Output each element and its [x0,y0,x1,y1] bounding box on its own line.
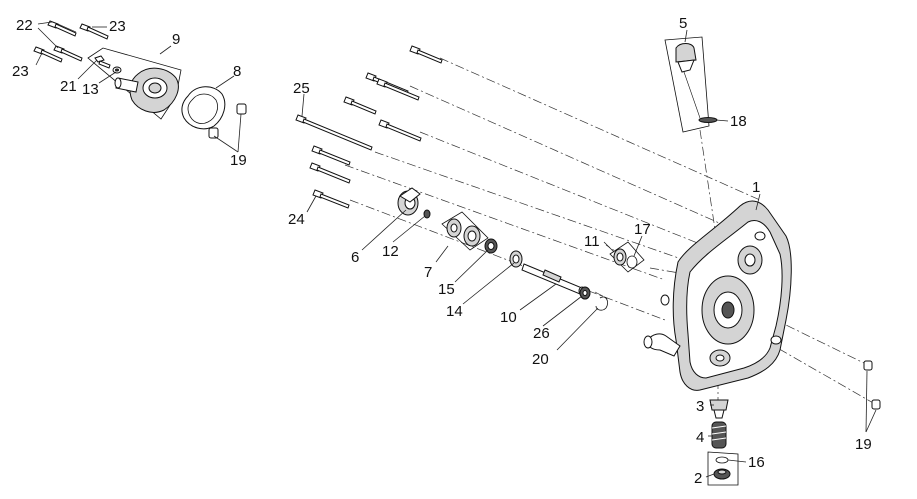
dowel-19-lower [208,127,219,139]
callout-20: 20 [532,351,549,368]
callout-24: 24 [288,211,305,228]
callout-11: 11 [584,233,600,250]
dowel-19-upper [236,103,247,115]
callout-4: 4 [696,429,704,446]
callout-8: 8 [233,63,241,80]
bolt-22-lower [53,45,83,62]
callout-23-right: 23 [109,18,126,35]
callout-9: 9 [172,31,180,48]
pump-cover-group [87,47,247,139]
callout-23-left: 23 [12,63,29,80]
washer-12 [423,209,431,219]
bearing-15 [484,238,498,254]
alignment-axes [344,57,876,405]
dowel-19-right-upper [863,360,873,371]
gasket-8 [181,86,226,130]
callout-14: 14 [446,303,463,320]
bolt-group-22-23 [33,20,109,63]
bolt-23-right [79,23,109,40]
pump-cover-9 [114,67,179,113]
long-bolt-3 [376,78,420,101]
callout-10: 10 [500,309,517,326]
dowel-19-right-lower [871,399,881,410]
callout-21: 21 [60,78,77,95]
bolt-23-left [33,46,63,63]
oring-16 [715,456,729,464]
long-bolt-top [409,45,443,64]
oring-18 [698,117,718,123]
dipstick-group [664,36,718,133]
long-bolt-4 [343,96,377,115]
callout-16: 16 [748,454,765,471]
callout-26: 26 [533,325,550,342]
callout-12: 12 [382,243,399,260]
long-bolts [295,45,443,209]
drain-plug-3 [709,399,729,419]
long-bolt-25 [295,114,373,151]
drain-plug-set [707,399,739,486]
callout-3: 3 [696,398,704,415]
long-bolt-24 [312,189,350,209]
callout-6: 6 [351,249,359,266]
callout-19-left: 19 [230,152,247,169]
leader-lines [35,21,877,478]
callout-15: 15 [438,281,455,298]
callout-1: 1 [752,179,760,196]
long-bolt-7 [309,162,351,184]
callout-25: 25 [293,80,310,97]
callout-labels: 1 2 3 4 5 6 7 8 9 10 11 12 13 14 15 16 1… [12,15,872,487]
washer-26 [579,286,591,300]
callout-7: 7 [424,264,432,281]
seal-set-11-17 [609,241,645,273]
callout-2: 2 [694,470,702,487]
callout-19-right: 19 [855,436,872,453]
bolt-21 [94,55,111,69]
dipstick-5 [675,43,701,119]
strainer-2 [713,468,731,480]
bolt-22-upper [47,20,77,37]
callout-22: 22 [16,17,33,34]
long-bolt-5 [378,119,422,142]
callout-13: 13 [82,81,99,98]
callout-5: 5 [679,15,687,32]
pump-impeller-6 [397,187,421,216]
crankcase-cover-1 [643,200,792,391]
callout-17: 17 [634,221,651,238]
seal-14 [509,250,523,268]
spring-4 [711,421,727,449]
callout-18: 18 [730,113,747,130]
pump-shaft-10 [521,263,586,296]
seal-7 [441,211,489,251]
washer-13 [112,66,122,74]
long-bolt-6 [311,145,351,166]
